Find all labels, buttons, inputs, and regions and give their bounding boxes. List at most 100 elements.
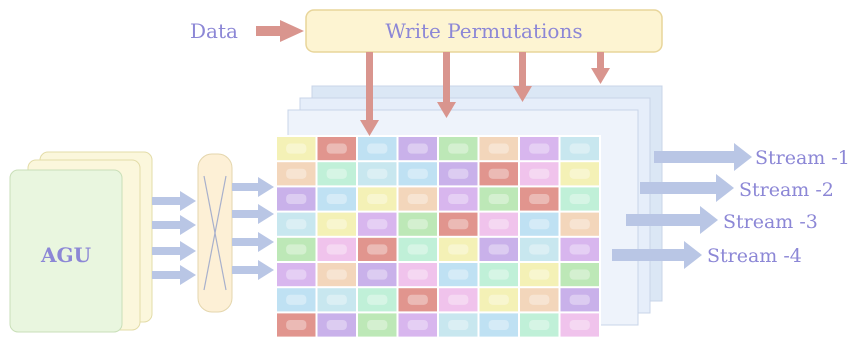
memory-cell-highlight — [286, 143, 307, 154]
memory-cell — [276, 312, 317, 338]
memory-cell — [397, 262, 438, 288]
memory-cell — [438, 236, 479, 262]
memory-cell-highlight — [326, 294, 347, 305]
memory-cell — [397, 186, 438, 212]
crossbar-switch — [197, 153, 233, 313]
memory-cell-highlight — [367, 244, 388, 255]
memory-cell — [519, 161, 560, 187]
memory-cell — [478, 312, 519, 338]
stream-arrow-2 — [640, 174, 734, 202]
memory-cell — [357, 211, 398, 237]
memory-cell — [559, 262, 600, 288]
memory-cell — [438, 161, 479, 187]
memory-cell — [357, 262, 398, 288]
memory-cell-highlight — [326, 168, 347, 179]
memory-cell — [478, 262, 519, 288]
memory-cell — [519, 236, 560, 262]
memory-cell-highlight — [448, 168, 469, 179]
memory-cell — [438, 287, 479, 313]
memory-cell-highlight — [407, 168, 428, 179]
memory-cell — [438, 211, 479, 237]
memory-cell — [559, 186, 600, 212]
memory-cell-highlight — [286, 244, 307, 255]
memory-cell-highlight — [407, 269, 428, 280]
memory-cell-highlight — [569, 294, 590, 305]
memory-cell — [478, 211, 519, 237]
memory-cell-highlight — [448, 193, 469, 205]
memory-cell-highlight — [326, 319, 347, 331]
permutation-arrow-3 — [513, 52, 532, 102]
memory-cell-highlight — [488, 244, 509, 255]
memory-cell — [316, 161, 357, 187]
memory-cell — [397, 287, 438, 313]
memory-cell — [478, 287, 519, 313]
memory-cell-highlight — [407, 143, 428, 154]
memory-cell — [438, 312, 479, 338]
memory-cell-highlight — [529, 244, 550, 255]
memory-cell-highlight — [367, 143, 388, 154]
memory-cell-highlight — [488, 219, 509, 230]
memory-cell — [438, 136, 479, 162]
memory-cell-highlight — [286, 219, 307, 230]
memory-cell-highlight — [529, 168, 550, 179]
memory-cell-highlight — [569, 168, 590, 179]
memory-cell — [478, 186, 519, 212]
memory-cell-highlight — [488, 294, 509, 305]
agu-stack — [9, 151, 153, 333]
memory-cell — [559, 236, 600, 262]
memory-cell-highlight — [529, 319, 550, 331]
memory-cell — [559, 136, 600, 162]
memory-cell — [276, 211, 317, 237]
memory-cell-highlight — [448, 319, 469, 331]
memory-cell-highlight — [448, 219, 469, 230]
memory-cell-highlight — [407, 193, 428, 205]
memory-cell — [357, 287, 398, 313]
agu-arrow-1 — [152, 191, 196, 211]
memory-cell-highlight — [529, 269, 550, 280]
agu-arrow-4 — [152, 265, 196, 285]
memory-cell — [316, 236, 357, 262]
memory-cell-highlight — [529, 193, 550, 205]
memory-cell — [357, 312, 398, 338]
memory-cell-highlight — [367, 193, 388, 205]
stream-label-4: Stream -4 — [707, 245, 802, 267]
memory-cell — [316, 312, 357, 338]
stream-arrow-3 — [626, 206, 718, 234]
crossbar-arrow-3 — [232, 232, 274, 252]
memory-cell-highlight — [367, 219, 388, 230]
memory-cell-highlight — [407, 219, 428, 230]
memory-cell-highlight — [529, 143, 550, 154]
stream-label-3: Stream -3 — [723, 211, 818, 233]
memory-cell — [478, 236, 519, 262]
crossbar-output-arrows — [232, 177, 274, 280]
memory-cell — [519, 312, 560, 338]
memory-cell — [519, 186, 560, 212]
memory-cell — [357, 136, 398, 162]
write-permutation-arrows — [360, 52, 610, 136]
memory-cell — [276, 186, 317, 212]
memory-cell-highlight — [488, 269, 509, 280]
memory-cell-highlight — [569, 319, 590, 331]
memory-cell — [276, 262, 317, 288]
memory-cell-highlight — [326, 269, 347, 280]
memory-cell-highlight — [367, 168, 388, 179]
stream-arrow-4 — [612, 241, 702, 269]
crossbar-arrow-4 — [232, 260, 274, 280]
agu-output-arrows — [152, 191, 196, 285]
memory-cell-highlight — [286, 294, 307, 305]
memory-cell — [478, 161, 519, 187]
memory-cell-highlight — [569, 193, 590, 205]
memory-cell — [397, 161, 438, 187]
memory-cell-highlight — [448, 244, 469, 255]
stream-arrow-1 — [654, 143, 752, 171]
stream-label-2: Stream -2 — [739, 179, 834, 201]
memory-cell — [397, 236, 438, 262]
agu-label: AGU — [40, 243, 91, 267]
write-permutations-label: Write Permutations — [385, 19, 582, 43]
memory-cell — [519, 287, 560, 313]
memory-cell — [316, 211, 357, 237]
memory-cell — [438, 262, 479, 288]
memory-cell-highlight — [367, 269, 388, 280]
memory-cell — [519, 211, 560, 237]
memory-cell — [397, 312, 438, 338]
